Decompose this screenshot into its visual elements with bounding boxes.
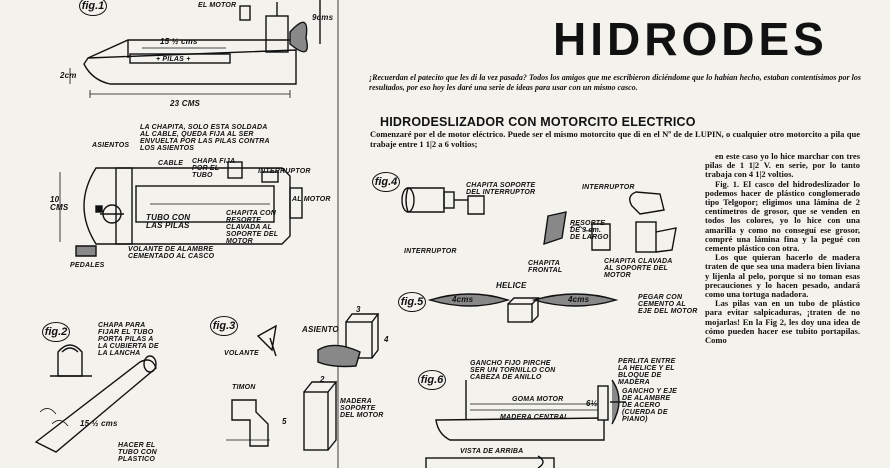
- label-helice: HELICE: [496, 281, 527, 290]
- fig1-badge: fig.1: [79, 0, 107, 16]
- fig5-badge: fig.5: [398, 292, 426, 312]
- label-chapita-clavada: CHAPITA CLAVADA AL SOPORTE DEL MOTOR: [604, 258, 673, 279]
- label-timon: TIMON: [232, 384, 256, 391]
- fig1-boat-top-view: [59, 161, 303, 257]
- label-pedales: PEDALES: [70, 262, 105, 269]
- column-paragraph-1: en este caso yo lo hice marchar con tres…: [705, 151, 860, 180]
- dim-2: 2: [320, 375, 325, 384]
- label-interruptor-top: INTERRUPTOR: [582, 184, 635, 191]
- label-chapa-fijar: CHAPA PARA FIJAR EL TUBO PORTA PILAS A L…: [98, 322, 159, 357]
- label-resorte: RESORTE DE 3 cm. DE LARGO: [570, 220, 609, 241]
- label-4cms-left: 4cms: [452, 295, 474, 304]
- fig1-boat-side-view: [69, 0, 321, 98]
- label-chapita-soldada: LA CHAPITA, SOLO ESTA SOLDADA AL CABLE, …: [140, 124, 270, 152]
- label-perlita: PERLITA ENTRE LA HELICE Y EL BLOQUE DE M…: [618, 358, 676, 386]
- column-paragraph-3: Los que quieran hacerlo de madera traten…: [705, 252, 860, 300]
- label-chapita-frontal: CHAPITA FRONTAL: [528, 260, 563, 274]
- label-4cms-right: 4cms: [568, 295, 590, 304]
- label-2cm: 2cm: [60, 71, 77, 80]
- dim-6: 6½: [586, 399, 598, 408]
- label-interruptor-bottom: INTERRUPTOR: [404, 248, 457, 255]
- label-10cms: 10 CMS: [50, 195, 69, 212]
- label-chapa-fija: CHAPA FIJA POR EL TUBO: [192, 158, 235, 179]
- label-goma: GOMA MOTOR: [512, 396, 564, 403]
- label-madera-central: MADERA CENTRAL: [500, 414, 569, 421]
- label-tubo-pilas: TUBO CON LAS PILAS: [146, 213, 191, 230]
- label-pegar: PEGAR CON CEMENTO AL EJE DEL MOTOR: [638, 294, 698, 315]
- fig4-motor-assembly: [401, 187, 677, 253]
- label-chapita-resorte: CHAPITA CON RESORTE CLAVADA AL SOPORTE D…: [226, 210, 279, 245]
- fig3-badge: fig.3: [210, 316, 238, 336]
- fig3-parts: [226, 313, 380, 451]
- fig2-badge: fig.2: [42, 322, 70, 342]
- body-paragraph: Comenzaré por el de motor eléctrico. Pue…: [370, 129, 860, 149]
- dim-5: 5: [282, 417, 287, 426]
- fig6-rubber-band-boat: [425, 379, 626, 468]
- label-chapita-soporte: CHAPITA SOPORTE DEL INTERRUPTOR: [466, 182, 536, 196]
- label-15cms-tube: 15 ½ cms: [80, 419, 118, 428]
- label-15cms: 15 ½ cms: [160, 37, 198, 46]
- label-9cms: 9cms: [312, 13, 334, 22]
- label-madera-soporte: MADERA SOPORTE DEL MOTOR: [340, 398, 384, 419]
- label-gancho: GANCHO FIJO PIRCHE SER UN TORNILLO CON C…: [470, 360, 556, 381]
- fig4-badge: fig.4: [372, 172, 400, 192]
- label-volante: VOLANTE: [224, 350, 259, 357]
- label-asientos: ASIENTOS: [92, 142, 130, 149]
- fig2-tube: [34, 344, 157, 453]
- label-asiento: ASIENTO: [302, 325, 339, 334]
- fig5-propeller: [427, 293, 619, 323]
- label-al-motor: AL MOTOR: [292, 196, 331, 203]
- intro-paragraph: ¡Recuerdan el patecito que les di la vez…: [369, 73, 861, 92]
- dim-4: 4: [384, 335, 389, 344]
- label-pilas: + PILAS +: [156, 56, 191, 63]
- page-title: HIDRODES: [553, 13, 828, 65]
- label-volante-alambre: VOLANTE DE ALAMBRE CEMENTADO AL CASCO: [128, 246, 215, 260]
- label-hacer-tubo: HACER EL TUBO CON PLASTICO: [118, 442, 157, 463]
- label-23cms: 23 CMS: [170, 99, 201, 108]
- label-gancho-eje: GANCHO Y EJE DE ALAMBRE DE ACERO (CUERDA…: [622, 388, 678, 423]
- label-interruptor: INTERRUPTOR: [258, 168, 311, 175]
- label-el-motor: EL MOTOR: [198, 2, 237, 9]
- label-vista: VISTA DE ARRIBA: [460, 448, 524, 455]
- text-column: en este caso yo lo hice marchar con tres…: [705, 151, 860, 346]
- section-heading: HIDRODESLIZADOR CON MOTORCITO ELECTRICO: [380, 115, 696, 129]
- column-paragraph-4: Las pilas van en un tubo de plástico par…: [705, 298, 860, 346]
- dim-3: 3: [356, 305, 361, 314]
- fig6-badge: fig.6: [418, 370, 446, 390]
- label-cable: CABLE: [158, 160, 184, 167]
- column-paragraph-2: Fig. 1. El casco del hidrodeslizador lo …: [705, 178, 860, 254]
